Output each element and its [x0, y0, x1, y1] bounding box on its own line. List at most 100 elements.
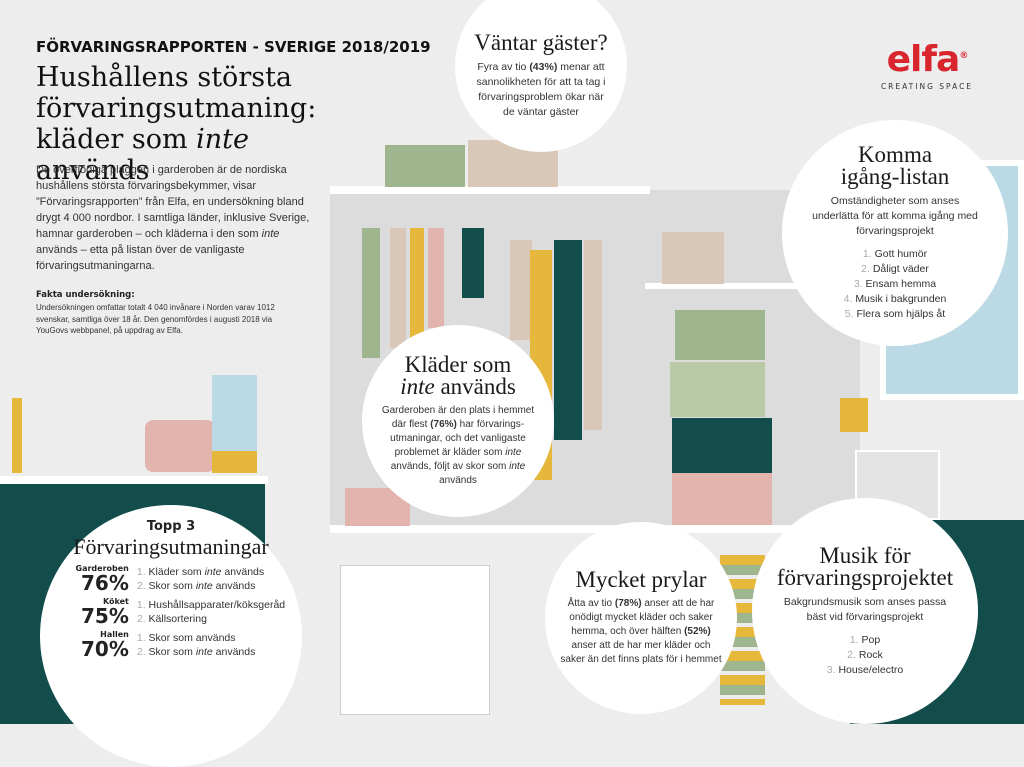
text-part: menar att sannolikheten för att ta tag i… — [476, 61, 606, 118]
room-name: Garderoben — [75, 564, 129, 573]
music-list: 1. Pop 2. Rock 3. House/electro — [827, 633, 903, 678]
garment-9 — [584, 240, 602, 430]
intro-part: används – etta på listan över de vanliga… — [36, 244, 245, 272]
garment-4 — [428, 228, 444, 328]
item-text: Skor som — [148, 646, 196, 658]
text-part: Garderoben är den plats i hemmet där fle… — [381, 405, 535, 430]
title-line: igång-listan — [840, 164, 950, 189]
item-label: Gott humör — [874, 248, 928, 260]
intro-part: De överflödiga plaggen i garderoben är d… — [36, 164, 310, 240]
intro-italic: inte — [261, 228, 280, 240]
list-item: 1. Hushållsapparater/köksgeråd — [137, 598, 285, 612]
room-percent: 76% — [80, 571, 129, 595]
guests-text: Fyra av tio (43%) menar att sannolikhete… — [471, 60, 611, 120]
facts-title: Fakta undersökning: — [36, 290, 135, 300]
item-number: 3. — [853, 278, 863, 290]
item-number: 1. — [849, 633, 859, 646]
bottom-shelf — [330, 525, 830, 533]
facts-text: Undersökningen omfattar totalt 4 040 inv… — [36, 303, 275, 335]
item-number: 2. — [136, 580, 146, 592]
list-item: 2. Källsortering — [137, 612, 285, 626]
kickoff-list: 1. Gott humör 2. Dåligt väder 3. Ensam h… — [844, 247, 947, 322]
stack-box-4 — [672, 473, 772, 525]
stuff-bubble: Mycket prylar Åtta av tio (78%) anser at… — [545, 522, 737, 714]
item-label: Musik i bakgrunden — [855, 293, 947, 305]
item-number: 1. — [136, 632, 146, 644]
item-number: 4. — [843, 293, 853, 305]
clothes-percent: (76%) — [430, 419, 457, 430]
list-item: 2. Dåligt väder — [844, 262, 947, 277]
laundry-bin — [340, 565, 490, 715]
item-number: 1. — [136, 599, 146, 611]
room-percent: 75% — [80, 604, 129, 628]
stuff-percent: (52%) — [684, 626, 711, 637]
item-number: 2. — [136, 613, 146, 625]
list-item: 3. Ensam hemma — [844, 277, 947, 292]
item-label: Ensam hemma — [865, 278, 937, 290]
kitchen-counter — [0, 476, 268, 484]
item-text: Hushållsapparater/köksgeråd — [148, 599, 286, 611]
garment-1 — [362, 228, 380, 358]
text-part: används, följt av skor som — [390, 461, 510, 472]
text-part: Åtta av tio — [567, 598, 615, 609]
list-item: 1. Gott humör — [844, 247, 947, 262]
item-text: Skor som används — [148, 632, 236, 644]
blender — [212, 375, 257, 473]
room-name: Köket — [102, 597, 129, 606]
title-line: inte används — [400, 375, 516, 398]
list-item: 1. Skor som används — [137, 631, 256, 645]
title-line: Kläder som — [404, 352, 512, 377]
text-part: anser att de har mer kläder och saker än… — [560, 640, 722, 665]
item-italic: inte — [195, 646, 213, 658]
item-text: används — [221, 566, 265, 578]
mug — [840, 398, 868, 432]
list-item: 2. Rock — [827, 648, 903, 663]
text-italic: inte — [509, 461, 526, 472]
guests-bubble: Väntar gäster? Fyra av tio (43%) menar a… — [455, 0, 627, 152]
list-item: 1. Pop — [827, 633, 903, 648]
list-item: 5. Flera som hjälps åt — [844, 307, 947, 322]
item-number: 1. — [136, 566, 146, 578]
list-item: 1. Kläder som inte används — [137, 565, 264, 579]
headline-line: Hushållens största — [36, 62, 293, 93]
clothes-text: Garderoben är den plats i hemmet där fle… — [376, 404, 541, 488]
elfa-logo: elfa® CREATING SPACE — [872, 38, 982, 92]
headline-text: kläder som — [36, 124, 197, 155]
item-number: 2. — [847, 648, 856, 661]
item-text: Kläder som — [148, 566, 205, 578]
item-number: 2. — [861, 263, 870, 275]
title-line: Komma — [857, 142, 933, 167]
title-line: Musik för — [819, 542, 911, 568]
item-text: Skor som — [148, 580, 196, 592]
garment-6 — [510, 240, 532, 340]
kickoff-text: Omständigheter som anses underlätta för … — [812, 195, 978, 237]
box-shelf — [662, 232, 724, 284]
item-number: 5. — [844, 308, 854, 320]
top3-title: Förvaringsutmaningar — [73, 534, 269, 559]
intro-text: De överflödiga plaggen i garderoben är d… — [36, 162, 311, 274]
item-text: används — [212, 646, 256, 658]
item-label: Rock — [858, 648, 883, 661]
garment-5 — [462, 228, 484, 298]
stack-box-1 — [675, 310, 765, 360]
room-percent: 70% — [80, 637, 129, 661]
hat-box — [385, 145, 465, 187]
text-part: anser att de har onödigt mycket kläder o… — [569, 598, 715, 637]
logo-tagline: CREATING SPACE — [880, 82, 974, 91]
garment-3 — [410, 228, 424, 338]
stuff-percent: (78%) — [614, 598, 642, 609]
top-shelf — [330, 186, 650, 194]
guests-title: Väntar gäster? — [474, 30, 608, 55]
top3-kicker: Topp 3 — [146, 519, 196, 534]
